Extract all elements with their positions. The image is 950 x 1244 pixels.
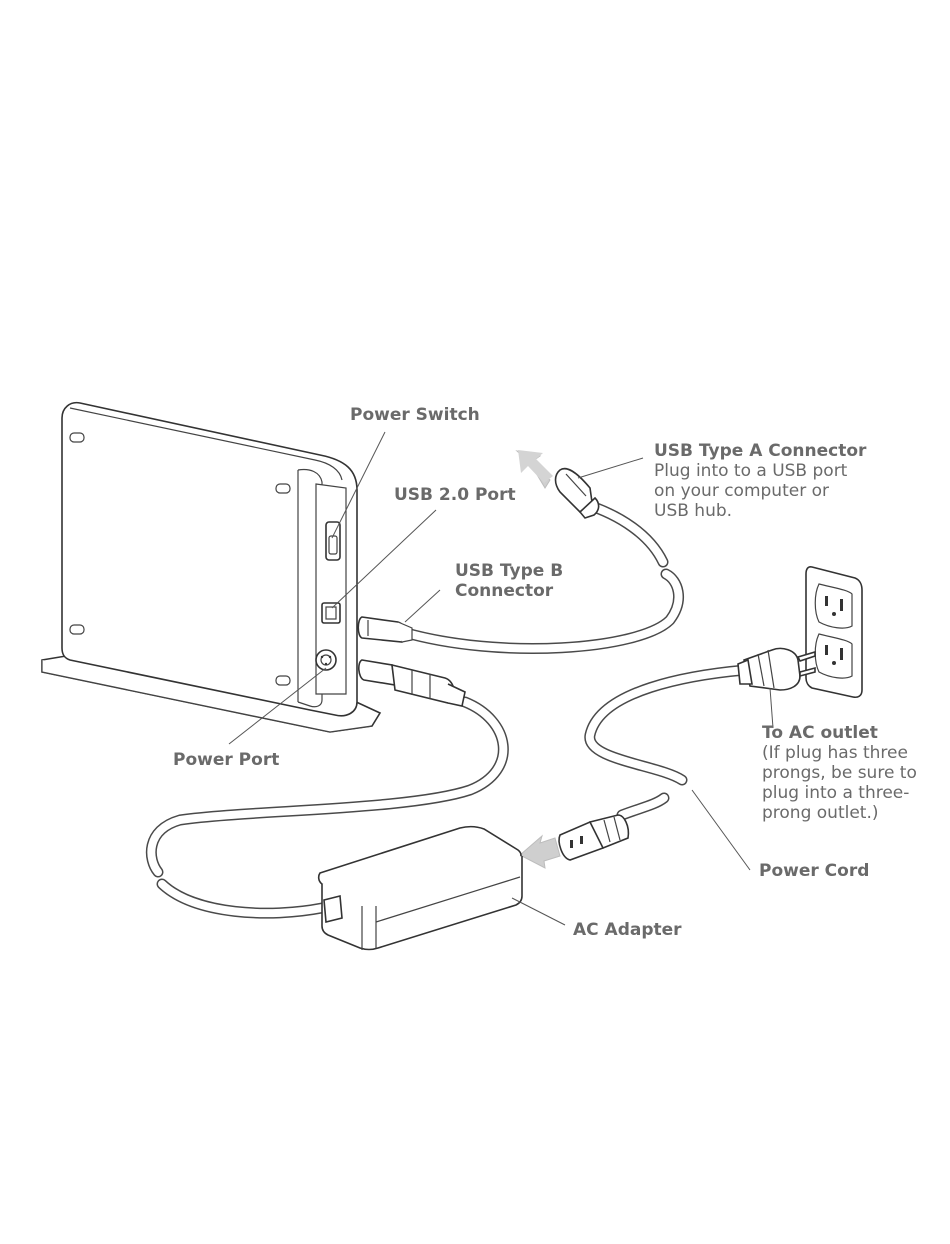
label-ac-outlet-desc2: prongs, be sure to — [762, 763, 917, 783]
label-usb-type-a-title: USB Type A Connector — [654, 441, 866, 461]
ac-plug — [738, 648, 815, 690]
label-ac-adapter: AC Adapter — [573, 920, 682, 940]
label-power-port: Power Port — [173, 750, 279, 770]
label-ac-outlet-title: To AC outlet — [762, 723, 917, 743]
usb-type-b-connector — [358, 617, 412, 642]
usb-2-port[interactable] — [322, 603, 340, 623]
iec-connector — [559, 815, 628, 860]
label-usb-type-b: USB Type B Connector — [455, 561, 563, 601]
label-usb-type-b-line2: Connector — [455, 581, 563, 601]
label-usb-type-a-desc1: Plug into to a USB port — [654, 461, 866, 481]
label-usb-type-a-desc3: USB hub. — [654, 501, 866, 521]
label-ac-adapter-title: AC Adapter — [573, 920, 682, 940]
label-ac-outlet-desc1: (If plug has three — [762, 743, 917, 763]
label-ac-outlet-desc4: prong outlet.) — [762, 803, 917, 823]
label-usb-port: USB 2.0 Port — [394, 485, 516, 505]
label-power-switch-title: Power Switch — [350, 405, 480, 425]
power-cord-cable — [590, 670, 745, 815]
insert-arrow-icon — [520, 836, 560, 868]
power-port[interactable] — [316, 650, 336, 670]
usb-type-a-connector — [556, 469, 599, 518]
label-usb-type-a: USB Type A Connector Plug into to a USB … — [654, 441, 866, 521]
label-ac-outlet: To AC outlet (If plug has three prongs, … — [762, 723, 917, 823]
wall-outlet — [806, 567, 862, 697]
vent-slot — [70, 625, 84, 634]
label-power-cord: Power Cord — [759, 861, 869, 881]
label-power-cord-title: Power Cord — [759, 861, 869, 881]
label-ac-outlet-desc3: plug into a three- — [762, 783, 917, 803]
label-usb-port-title: USB 2.0 Port — [394, 485, 516, 505]
label-usb-type-b-line1: USB Type B — [455, 561, 563, 581]
ac-adapter — [319, 827, 522, 950]
label-power-port-title: Power Port — [173, 750, 279, 770]
vent-slot — [70, 433, 84, 442]
vent-slot — [276, 676, 290, 685]
label-power-switch: Power Switch — [350, 405, 480, 425]
vent-slot — [276, 484, 290, 493]
insert-arrow-icon — [518, 450, 553, 483]
label-usb-type-a-desc2: on your computer or — [654, 481, 866, 501]
power-barrel-connector — [359, 660, 465, 706]
power-switch[interactable] — [326, 522, 340, 560]
